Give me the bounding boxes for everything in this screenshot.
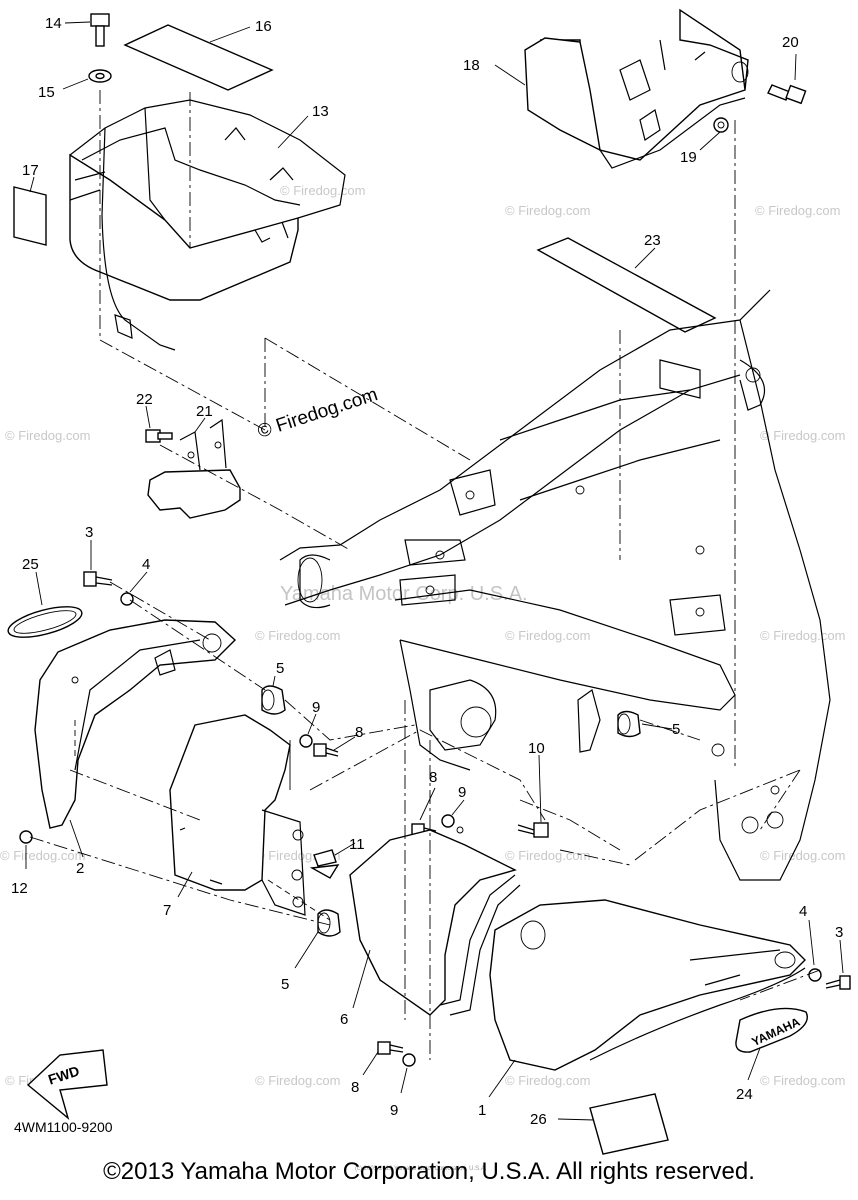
callout-25: 25 bbox=[22, 556, 39, 573]
callout-4: 4 bbox=[799, 903, 807, 920]
callout-5: 5 bbox=[276, 660, 284, 677]
bolt-8 bbox=[377, 1041, 404, 1055]
watermark: © Firedog.com bbox=[755, 203, 840, 218]
assembly-lines bbox=[29, 90, 821, 1060]
callout-8: 8 bbox=[351, 1079, 359, 1096]
callout-4: 4 bbox=[142, 556, 150, 573]
washer-12 bbox=[19, 830, 33, 844]
cover-6 bbox=[349, 826, 521, 1016]
watermark: © Firedog.com bbox=[5, 428, 90, 443]
washer-9 bbox=[402, 1053, 416, 1067]
callout-2: 2 bbox=[76, 860, 84, 877]
relay-bracket-18 bbox=[524, 8, 749, 169]
bolt-20 bbox=[767, 84, 807, 105]
callout-13: 13 bbox=[312, 103, 329, 120]
yamaha-emblem-24: YAMAHA bbox=[735, 1007, 808, 1053]
callout-12: 12 bbox=[11, 880, 28, 897]
side-cover-2 bbox=[34, 619, 237, 829]
callout-26: 26 bbox=[530, 1111, 547, 1128]
bolt-14 bbox=[90, 13, 110, 47]
callout-9: 9 bbox=[390, 1102, 398, 1119]
bolt-10 bbox=[517, 822, 549, 838]
callout-6: 6 bbox=[340, 1011, 348, 1028]
callout-15: 15 bbox=[38, 84, 55, 101]
callout-10: 10 bbox=[528, 740, 545, 757]
grommet-5 bbox=[317, 909, 341, 937]
washer-4 bbox=[808, 968, 822, 982]
label-26 bbox=[589, 1093, 669, 1155]
bolt-22 bbox=[145, 429, 173, 443]
callout-numbers: 14 16 15 13 17 18 20 19 23 22 21 3 25 4 … bbox=[11, 15, 843, 1128]
washer-9 bbox=[441, 814, 455, 828]
watermark: © Firedog.com bbox=[760, 628, 845, 643]
grommet-25 bbox=[7, 606, 83, 638]
watermark: © Firedog.com bbox=[505, 1073, 590, 1088]
callout-8: 8 bbox=[429, 769, 437, 786]
callout-9: 9 bbox=[312, 699, 320, 716]
bracket-21 bbox=[147, 418, 241, 519]
grommet-5 bbox=[617, 710, 641, 738]
callout-17: 17 bbox=[22, 162, 39, 179]
watermark: © Firedog.com bbox=[760, 428, 845, 443]
callout-19: 19 bbox=[680, 149, 697, 166]
callout-22: 22 bbox=[136, 391, 153, 408]
callout-20: 20 bbox=[782, 34, 799, 51]
callout-3: 3 bbox=[835, 924, 843, 941]
watermark: © Firedog.com bbox=[505, 203, 590, 218]
mount-bracket bbox=[577, 689, 601, 753]
cover-7 bbox=[169, 714, 306, 916]
fwd-arrow-icon: FWD bbox=[26, 1049, 108, 1120]
watermark: © Firedog.com bbox=[760, 1073, 845, 1088]
callout-8: 8 bbox=[355, 724, 363, 741]
callout-3: 3 bbox=[85, 524, 93, 541]
callout-23: 23 bbox=[644, 232, 661, 249]
bolt-3 bbox=[83, 571, 113, 587]
tiny-copyright: (c) 2005-2013 Yamaha Motor Corporation, … bbox=[355, 1166, 487, 1172]
watermark-center: © Firedog.com bbox=[255, 384, 380, 443]
diagram-code: 4WM1100-9200 bbox=[14, 1119, 113, 1135]
battery-box bbox=[69, 99, 346, 351]
callout-21: 21 bbox=[196, 403, 213, 420]
watermark: © Firedog.com bbox=[280, 183, 365, 198]
callout-5: 5 bbox=[672, 721, 680, 738]
watermark: © Firedog.com bbox=[505, 848, 590, 863]
callout-5: 5 bbox=[281, 976, 289, 993]
label-17 bbox=[13, 186, 47, 246]
pad-23 bbox=[536, 237, 717, 333]
clip-11 bbox=[309, 849, 340, 879]
copyright-footer: ©2013 Yamaha Motor Corporation, U.S.A. A… bbox=[103, 1158, 755, 1185]
cover-1 bbox=[489, 899, 806, 1071]
watermark: © Firedog.com bbox=[760, 848, 845, 863]
watermark-yamaha: Yamaha Motor Corp. U.S.A. bbox=[280, 583, 528, 605]
callout-1: 1 bbox=[478, 1102, 486, 1119]
callout-9: 9 bbox=[458, 784, 466, 801]
watermark: © Firedog.com bbox=[0, 848, 85, 863]
nut-19 bbox=[713, 117, 729, 133]
watermark: © Firedog.com bbox=[255, 628, 340, 643]
grommet-5 bbox=[261, 685, 286, 715]
callout-18: 18 bbox=[463, 57, 480, 74]
watermark: © Firedog.com bbox=[255, 1073, 340, 1088]
callout-16: 16 bbox=[255, 18, 272, 35]
watermark: © Firedog.com bbox=[505, 628, 590, 643]
washer-4 bbox=[120, 592, 134, 606]
callout-14: 14 bbox=[45, 15, 62, 32]
battery-pad-16 bbox=[123, 24, 274, 91]
bolt-3 bbox=[825, 975, 851, 990]
leader-lines bbox=[25, 21, 844, 1121]
washer-9 bbox=[299, 734, 313, 748]
callout-11: 11 bbox=[349, 836, 365, 853]
callout-7: 7 bbox=[163, 902, 171, 919]
callout-24: 24 bbox=[736, 1086, 753, 1103]
bolt-8 bbox=[313, 743, 339, 757]
